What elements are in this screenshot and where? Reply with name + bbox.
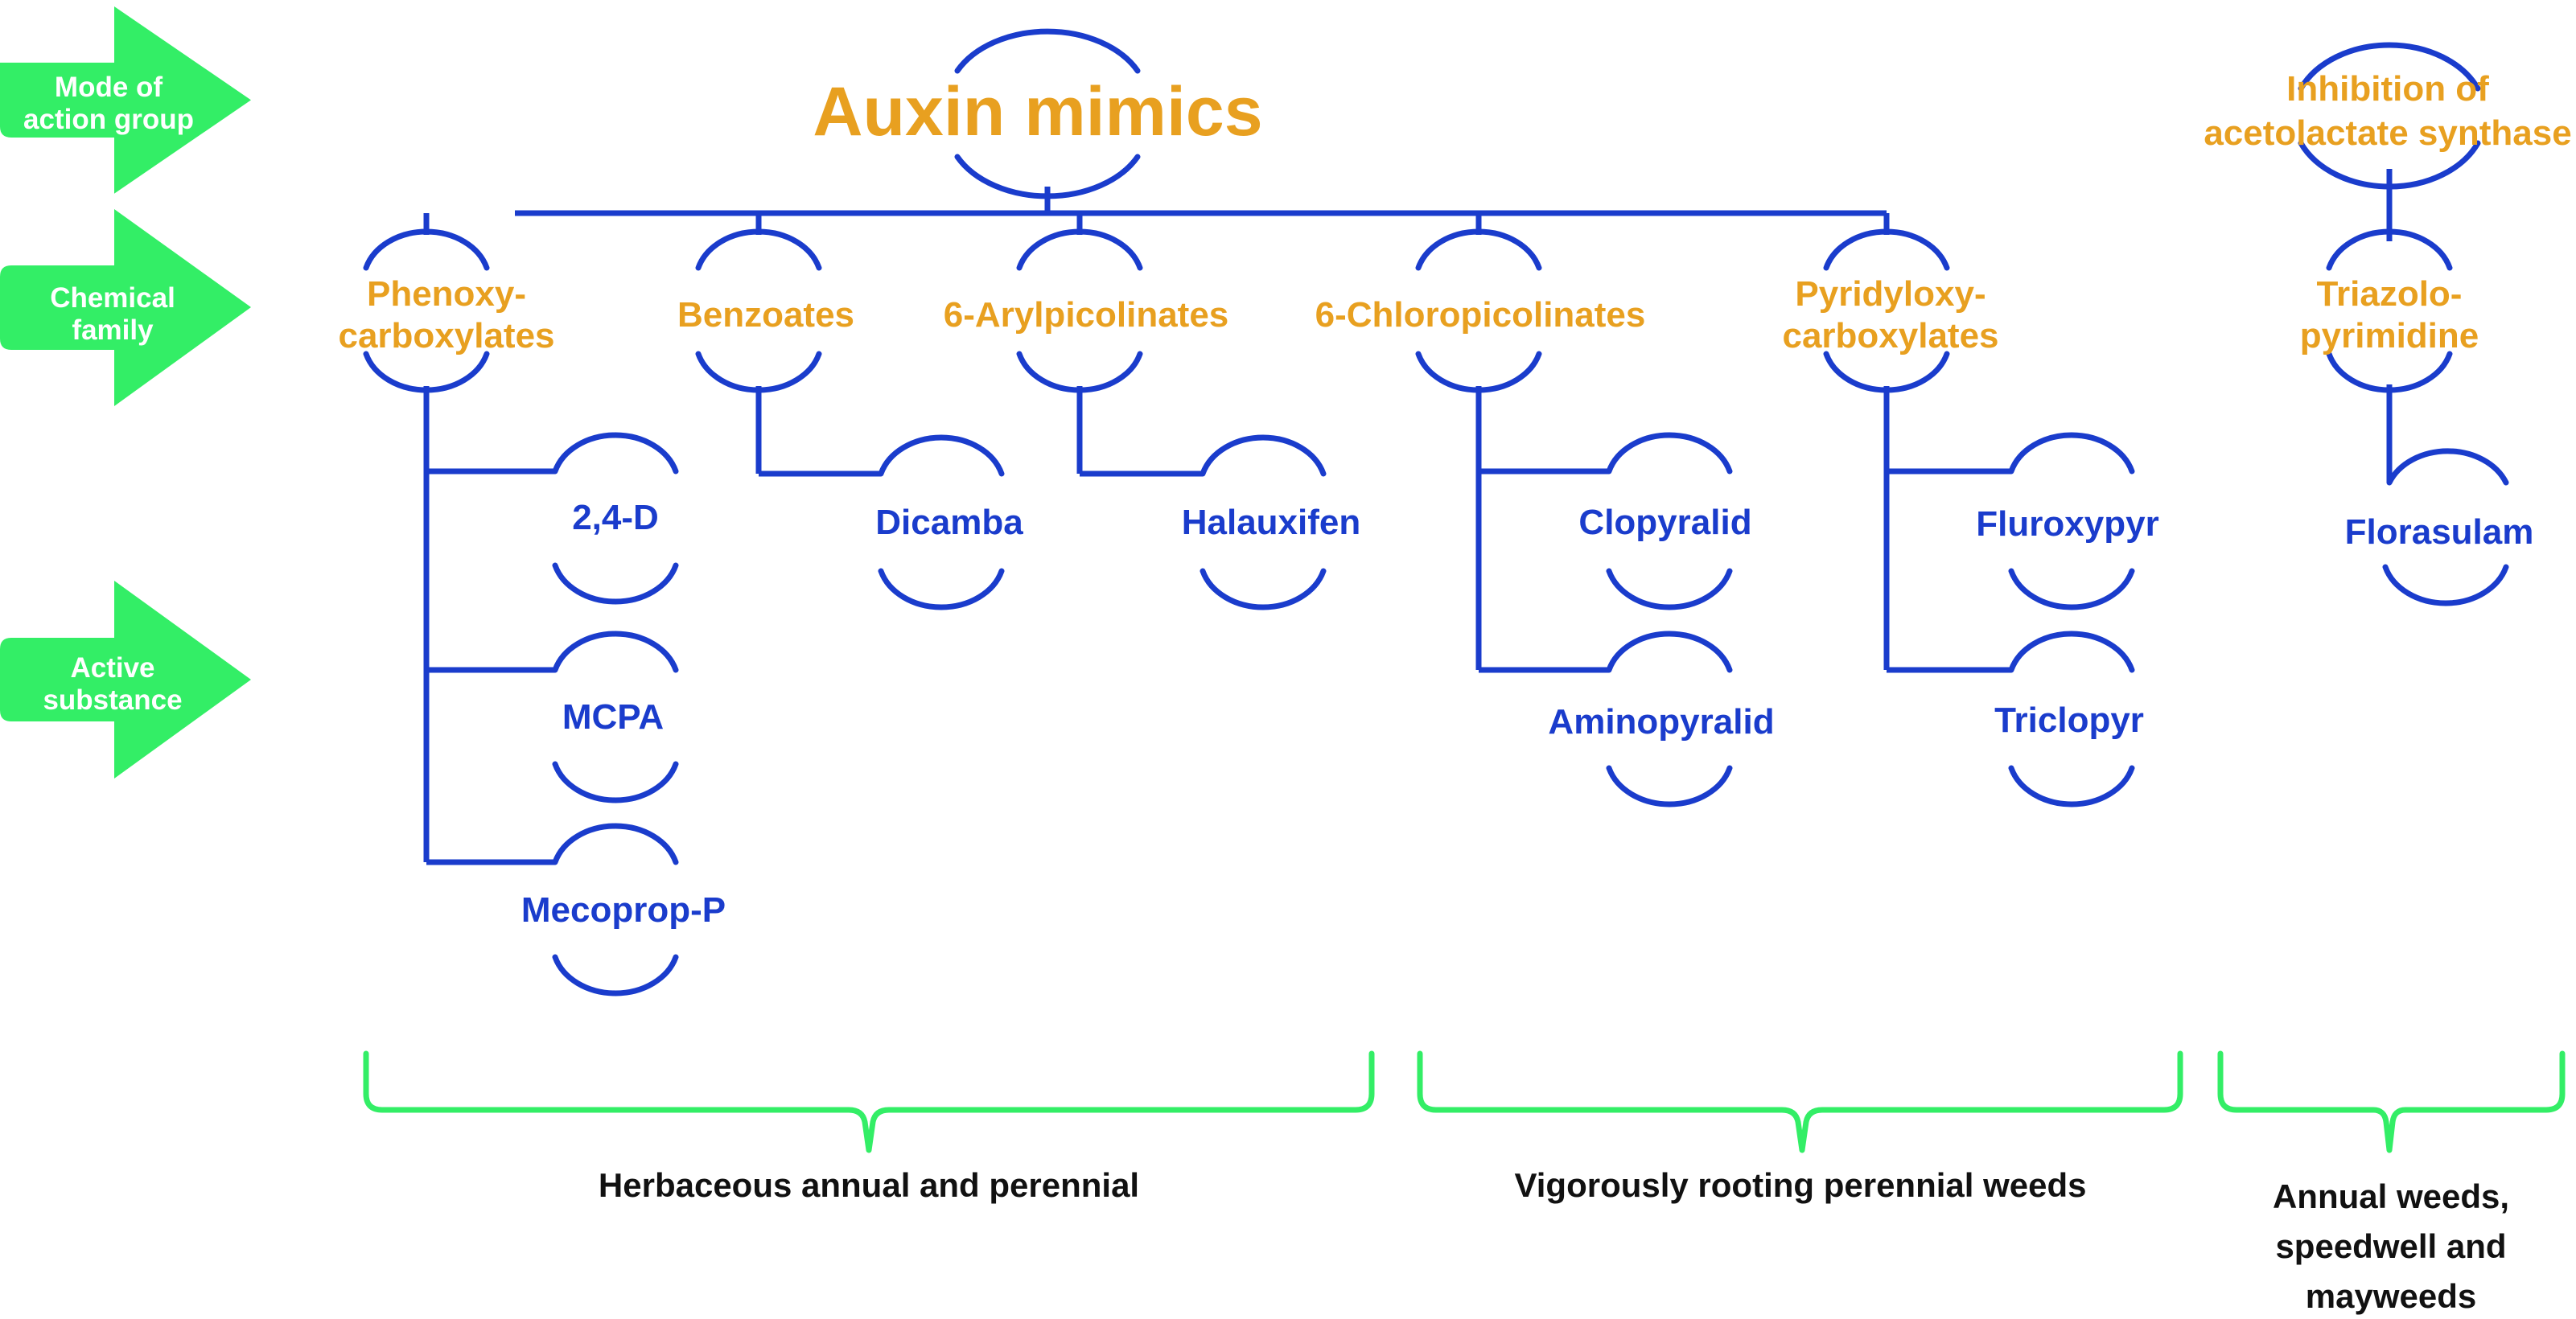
weeds-vigorous: Vigorously rooting perennial weeds <box>1514 1166 2086 1204</box>
substance-dicamba: Dicamba <box>875 503 1023 542</box>
weeds-herbaceous: Herbaceous annual and perennial <box>599 1166 1139 1204</box>
weeds-annual-line1: Annual weeds, <box>2273 1177 2509 1215</box>
family-triazolo-line2: pyrimidine <box>2300 316 2479 355</box>
family-chloropicolinates: 6-Chloropicolinates <box>1315 295 1646 335</box>
substance-aminopyralid: Aminopyralid <box>1548 702 1774 742</box>
weeds-annual-line3: mayweeds <box>2306 1277 2476 1315</box>
substance-triclopyr: Triclopyr <box>1994 701 2144 740</box>
level-arrow-active-substance: Active substance <box>0 581 251 779</box>
level-label-family-line2: family <box>72 314 154 346</box>
level-arrow-chemical-family: Chemical family <box>0 209 251 406</box>
level-label-substance-line2: substance <box>43 684 182 716</box>
level-label-family-line1: Chemical <box>50 282 175 314</box>
substance-fluroxypyr: Fluroxypyr <box>1976 504 2158 544</box>
substance-mecoprop-p: Mecoprop-P <box>521 890 726 930</box>
family-triazolo-line1: Triazolo- <box>2317 274 2463 314</box>
family-pyridyloxy-line1: Pyridyloxy- <box>1795 274 1985 314</box>
substance-halauxifen: Halauxifen <box>1182 503 1361 542</box>
level-arrow-mode-of-action: Mode of action group <box>0 6 251 194</box>
group-als-line1: Inhibition of <box>2286 69 2489 109</box>
level-label-mode-line1: Mode of <box>55 72 163 103</box>
substance-2-4-d: 2,4-D <box>572 498 659 537</box>
weed-group-braces <box>363 1050 2566 1153</box>
level-label-substance-line1: Active <box>70 652 154 684</box>
family-phenoxy-line2: carboxylates <box>338 316 554 355</box>
substance-clopyralid: Clopyralid <box>1578 503 1751 542</box>
connector-lines <box>423 169 2393 865</box>
weeds-annual-line2: speedwell and <box>2275 1227 2506 1265</box>
level-label-mode-line2: action group <box>23 104 194 135</box>
group-als-line2: acetolactate synthase <box>2204 113 2571 153</box>
family-phenoxy-line1: Phenoxy- <box>367 274 526 314</box>
substance-florasulam: Florasulam <box>2345 512 2534 552</box>
family-arylpicolinates: 6-Arylpicolinates <box>944 295 1229 335</box>
family-pyridyloxy-line2: carboxylates <box>1782 316 1998 355</box>
substance-mcpa: MCPA <box>562 697 664 737</box>
family-benzoates: Benzoates <box>677 295 854 335</box>
group-auxin-mimics: Auxin mimics <box>813 73 1262 150</box>
node-arcs <box>363 28 2509 996</box>
